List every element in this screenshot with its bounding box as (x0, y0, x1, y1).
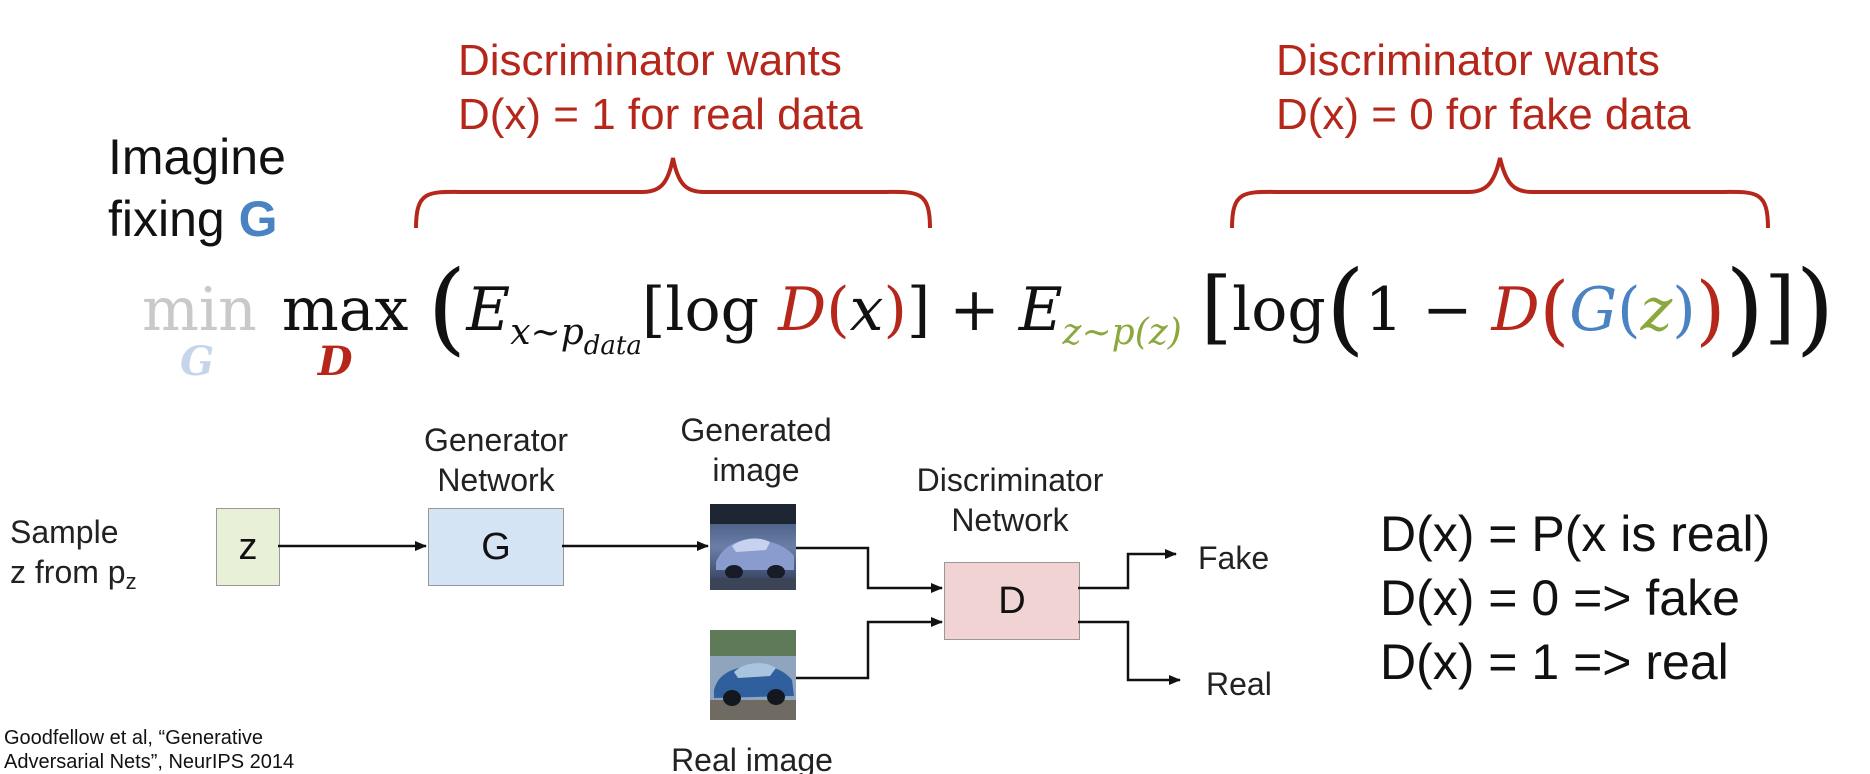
real-image-thumbnail (710, 630, 796, 720)
generator-label: Generator Network (423, 422, 569, 498)
definition-1: D(x) = P(x is real) (1380, 506, 1771, 562)
callout-fake-line1: Discriminator wants (1276, 36, 1660, 85)
generator-box: G (428, 508, 564, 586)
definition-2: D(x) = 0 => fake (1380, 570, 1740, 626)
real-image-label: Real image (671, 742, 833, 774)
formula-log2: log (1232, 275, 1326, 345)
brace-real (414, 157, 932, 229)
formula-d2: D (1491, 275, 1540, 345)
formula-max-sub: D (317, 338, 353, 385)
formula-g: G (1569, 275, 1618, 345)
callout-real-line2: D(x) = 1 for real data (458, 90, 863, 139)
arrow-d-to-real (1078, 620, 1181, 685)
formula-e1-sub: x∼pdata (510, 312, 642, 361)
imagine-g: G (238, 191, 278, 247)
definition-3: D(x) = 1 => real (1380, 634, 1729, 690)
formula-e1: E (466, 275, 511, 345)
output-fake-label: Fake (1198, 540, 1270, 576)
definitions: D(x) = P(x is real) D(x) = 0 => fake D(x… (1380, 502, 1770, 694)
output-real-label: Real (1206, 666, 1272, 702)
formula-bracket1-open: [ (641, 275, 666, 345)
imagine-line1: Imagine (108, 129, 286, 185)
generated-image-label: Generated image (680, 412, 832, 488)
minimax-formula: min G max D (Ex∼pdata[log D(x)] + Ez∼p(z… (142, 258, 1835, 386)
imagine-line2: fixing G (108, 191, 278, 247)
formula-min-sub: G (180, 338, 215, 385)
formula-e2-sub: z∼p(z) (1062, 312, 1182, 353)
callout-real: Discriminator wants D(x) = 1 for real da… (458, 34, 863, 142)
formula-e2: E (1018, 275, 1063, 345)
formula-bracket2-close: ] (1764, 260, 1796, 353)
imagine-note: Imagine fixing G (108, 126, 286, 250)
brace-fake (1230, 157, 1770, 229)
formula-one-minus: 1 − (1364, 275, 1473, 345)
arrow-real-to-d (796, 617, 943, 680)
callout-real-line1: Discriminator wants (458, 36, 842, 85)
formula-d1: D (778, 275, 827, 345)
formula-bracket2-open: [ (1200, 260, 1233, 353)
sample-label: Sample z from pz (10, 514, 137, 594)
formula-z: z (1640, 275, 1673, 345)
discriminator-label: Discriminator Network (916, 462, 1104, 538)
arrow-d-to-fake (1078, 549, 1177, 590)
formula-bracket1-close: ] (906, 275, 931, 345)
formula-close-paren: ) (1795, 249, 1835, 366)
arrow-generated-to-d (796, 546, 943, 593)
callout-fake-line2: D(x) = 0 for fake data (1276, 90, 1691, 139)
generated-image-thumbnail (710, 504, 796, 590)
formula-min: min G (142, 275, 257, 385)
formula-log1: log (665, 275, 759, 345)
citation: Goodfellow et al, “Generative Adversaria… (4, 727, 295, 773)
sample-sub: z (125, 569, 137, 594)
formula-x: x (849, 275, 884, 345)
formula-open-paren: ( (427, 249, 467, 366)
formula-plus: + (949, 275, 1000, 345)
discriminator-box: D (944, 562, 1080, 640)
callout-fake: Discriminator wants D(x) = 0 for fake da… (1276, 34, 1691, 142)
formula-max: max D (282, 275, 409, 385)
